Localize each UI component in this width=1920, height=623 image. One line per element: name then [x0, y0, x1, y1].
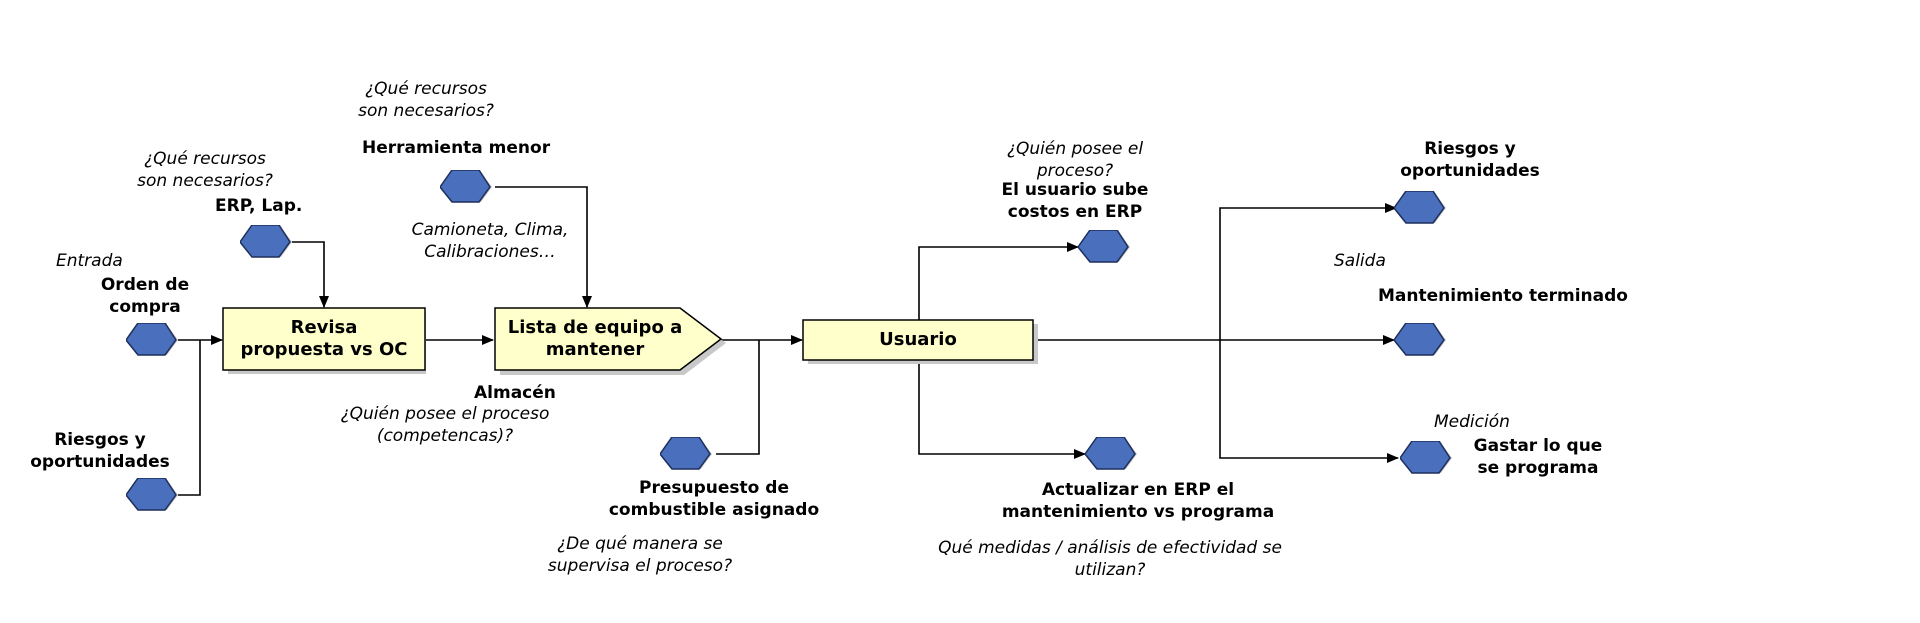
resource-erp-hex [240, 225, 292, 258]
resources-question-2: ¿Qué recursos son necesarios? [358, 79, 494, 121]
medidas-question: Qué medidas / análisis de efectividad se… [938, 538, 1282, 580]
revisa-text: Revisa propuesta vs OC [240, 317, 408, 360]
salida-label: Salida [1334, 251, 1386, 271]
quien-posee-competencias: ¿Quién posee el proceso (competencas)? [340, 404, 550, 446]
usuario-sube-label: El usuario sube costos en ERP [1001, 180, 1149, 222]
resources-question-1: ¿Qué recursos son necesarios? [137, 149, 273, 191]
como-supervisa-question: ¿De qué manera se supervisa el proceso? [547, 534, 733, 576]
output-riesgos-hex [1394, 191, 1446, 224]
resource-herramienta-hex [440, 170, 492, 203]
box-lista [494, 307, 726, 375]
riesgos-input-label: Riesgos y oportunidades [30, 430, 170, 472]
box-revisa [222, 307, 426, 374]
quien-posee-question: ¿Quién posee el proceso? [1006, 139, 1144, 181]
actualizar-hex [1085, 437, 1137, 470]
output-gastar-hex [1400, 441, 1452, 474]
lista-text: Lista de equipo a mantener [507, 317, 683, 360]
orden-compra-label: Orden de compra [100, 275, 190, 317]
herramienta-label: Herramienta menor [362, 138, 551, 158]
entrada-label: Entrada [56, 251, 123, 271]
box-usuario [802, 319, 1038, 364]
mantenimiento-output-label: Mantenimiento terminado [1378, 286, 1628, 306]
input-riesgos-hex [126, 478, 178, 511]
presupuesto-hex [660, 437, 712, 470]
erp-lap-label: ERP, Lap. [215, 196, 303, 216]
presupuesto-label: Presupuesto de combustible asignado [608, 478, 820, 520]
camioneta-label: Camioneta, Clima, Calibraciones… [411, 220, 569, 262]
riesgos-output-label: Riesgos y oportunidades [1400, 139, 1540, 181]
usuario-text: Usuario [879, 329, 957, 350]
output-mantenimiento-hex [1394, 323, 1446, 356]
medicion-label: Medición [1434, 412, 1510, 432]
actualizar-label: Actualizar en ERP el mantenimiento vs pr… [1001, 480, 1275, 522]
usuario-sube-hex [1078, 230, 1130, 263]
gastar-output-label: Gastar lo que se programa [1473, 436, 1603, 478]
almacen-label: Almacén [474, 383, 556, 403]
input-orden-compra-hex [126, 323, 178, 356]
